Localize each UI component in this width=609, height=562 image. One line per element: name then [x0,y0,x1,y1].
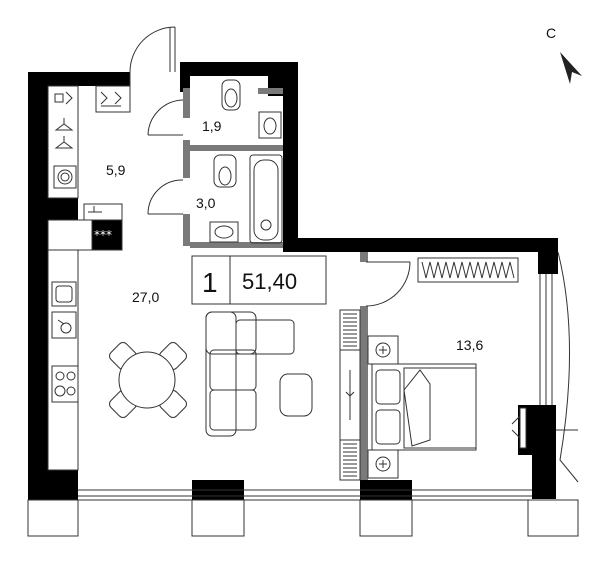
partitions [183,88,368,480]
room-area-living: 27,0 [132,289,159,305]
sofa [205,311,295,437]
bed [367,335,477,479]
room-area-wc: 1,9 [202,118,222,134]
north-arrow-icon [560,52,582,84]
wc-fixtures [221,79,282,139]
room-area-bedroom: 13,6 [456,337,483,353]
bedroom-tv [519,407,527,449]
compass: С [546,25,582,84]
room-area-bath: 3,0 [196,195,216,211]
wardrobe [47,85,131,199]
wardrobe-bedroom [339,309,361,481]
radiator [417,257,519,283]
balcony-boxes [27,499,579,537]
doors [129,26,411,307]
room-area-hall: 5,9 [106,162,126,178]
area-badge: 1 51,40 [191,255,327,305]
hood-marks: *** [94,228,112,242]
bath-fixtures [209,154,283,244]
kitchen-counter [47,203,123,471]
total-area: 51,40 [242,269,297,294]
dining-set [109,342,187,418]
compass-letter: С [546,25,556,41]
pouf [279,373,313,417]
right-window [539,251,579,483]
bottom-window [78,489,532,501]
rooms-count: 1 [202,267,218,298]
